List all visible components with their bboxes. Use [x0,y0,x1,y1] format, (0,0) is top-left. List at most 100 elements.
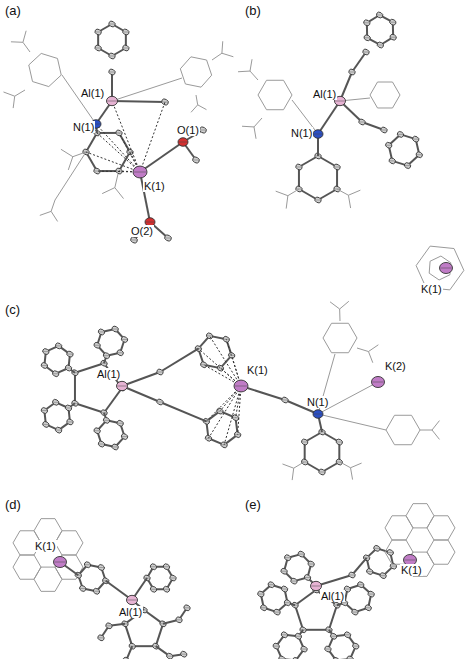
ellipsoid-axis [123,48,128,49]
ellipsoid-axis [319,472,324,473]
carbon-ellipsoid [166,652,174,659]
carbon-ellipsoid [192,156,201,164]
ellipsoid-axis [315,200,320,201]
ellipsoid-axis [123,32,128,33]
carbon-ellipsoid [42,421,50,429]
carbon-ellipsoid [301,458,309,466]
atom-label: K(1) [34,540,57,552]
wire-bond [330,302,340,309]
wire-bond [332,352,349,353]
wire-bond [413,527,427,528]
carbon-ellipsoid [396,130,404,138]
heavy-atom-ellipsoid [313,130,323,139]
atom-label: N(1) [306,396,329,408]
ellipsoid-axis [107,101,116,102]
wire-bond [448,528,455,540]
bond [74,373,76,404]
wire-bond [13,96,15,108]
ellipsoid-axis [291,581,296,582]
heavy-atom-ellipsoid [234,380,248,392]
carbon-ellipsoid [380,126,388,134]
wire-bond [62,530,76,531]
atom-label: Al(1) [80,87,105,99]
ellipsoid-axis [342,602,347,603]
wire-bond [368,352,372,363]
ellipsoid-axis [269,584,274,585]
carbon-ellipsoid [267,581,275,589]
wire-bond [29,53,41,65]
contact-line [198,349,241,386]
heavy-atom-ellipsoid [313,410,323,419]
ellipsoid-axis [113,329,118,330]
carbon-ellipsoid [297,550,305,558]
carbon-ellipsoid [260,604,268,612]
ellipsoid-axis [413,139,418,140]
carbon-ellipsoid [283,599,291,607]
carbon-ellipsoid [273,608,281,616]
ellipsoid-axis [274,646,279,647]
ellipsoid-axis [367,571,372,572]
wire-bond [432,421,439,430]
carbon-ellipsoid [42,348,50,356]
wire-bond [392,539,406,540]
wire-bond [427,516,434,528]
carbon-ellipsoid [363,34,371,42]
contact-line [210,336,241,386]
ellipsoid-axis [56,345,61,346]
wire-bond [288,189,299,196]
wire-bond [413,552,427,553]
ellipsoid-axis [337,442,342,443]
bond [140,142,183,172]
ellipsoid-axis [364,22,369,23]
panel-letter: (e) [244,498,262,512]
bond [160,349,198,372]
carbon-ellipsoid [385,141,393,149]
wire-bond [427,504,434,516]
ellipsoid-axis [258,594,263,595]
ellipsoid-axis [347,658,352,659]
carbon-ellipsoid [307,560,315,568]
wire-bond [191,57,207,60]
bond [104,388,122,413]
wire-bond [212,53,222,60]
wire-bond [284,80,293,95]
carbon-ellipsoid [272,642,280,650]
contact-line [119,133,140,172]
wire-bond [395,415,412,416]
ellipsoid-axis [285,557,290,558]
wire-bond [386,415,395,430]
atom-label: O(1) [176,124,200,136]
carbon-ellipsoid [389,18,397,26]
carbon-ellipsoid [102,416,110,424]
carbon-ellipsoid [162,585,170,593]
wire-bond [434,540,448,541]
ellipsoid-axis [104,420,109,421]
wire-bond [348,190,360,195]
carbon-ellipsoid [52,370,60,378]
carbon-ellipsoid [108,68,116,76]
ellipsoid-axis [274,612,279,613]
carbon-ellipsoid [111,325,119,333]
ellipsoid-axis [94,430,99,431]
wire-bond [23,42,30,52]
wire-bond [198,105,207,110]
carbon-ellipsoid [375,11,383,19]
carbon-ellipsoid [97,634,105,642]
wire-bond [427,516,434,528]
contact-line [112,101,140,172]
carbon-ellipsoid [156,398,164,406]
panel-letter: (b) [244,4,262,18]
ellipsoid-axis [299,554,304,555]
ellipsoid-axis [302,442,307,443]
bond [75,403,104,412]
wire-bond [318,414,386,430]
carbon-ellipsoid [40,362,48,370]
carbon-ellipsoid [280,567,288,575]
wire-bond [448,516,455,528]
wire-bond [250,71,258,80]
ellipsoid-axis [305,577,310,578]
wire-bond [349,338,358,353]
carbon-ellipsoid [357,581,365,589]
